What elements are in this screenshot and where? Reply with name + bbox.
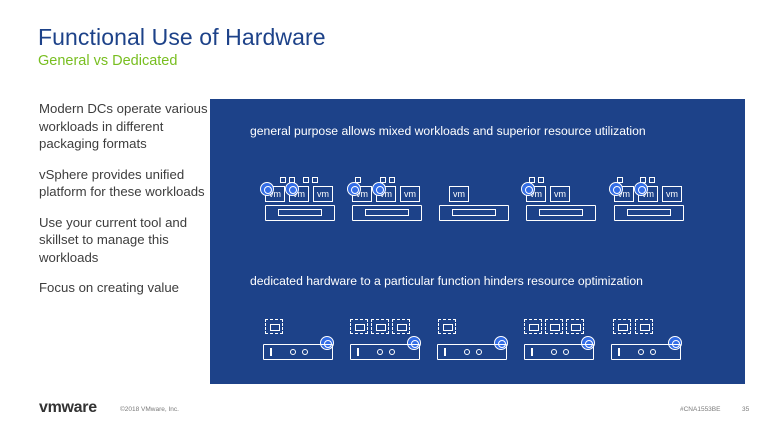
bullet-item: Modern DCs operate various workloads in … [39,101,208,151]
general-server-4: vm vm [521,177,606,222]
general-server-3: vm [439,177,519,222]
container-icon [649,177,655,183]
container-icon [312,177,318,183]
container-icon [438,319,456,334]
container-icon [635,319,653,334]
kubernetes-icon [285,182,299,196]
container-icon [371,319,389,334]
kubernetes-icon [609,182,623,196]
container-icon [566,319,584,334]
server-icon [614,205,684,221]
bullet-item: vSphere provides unified platform for th… [39,166,205,200]
kubernetes-icon [407,336,421,350]
server-icon [352,205,422,221]
server-icon [263,344,333,360]
container-icon [613,319,631,334]
vm-icon: vm [313,186,333,202]
page-subtitle: General vs Dedicated [38,53,178,69]
container-icon [350,319,368,334]
kubernetes-icon [372,182,386,196]
container-icon [265,319,283,334]
container-icon [524,319,542,334]
container-icon [303,177,309,183]
vm-icon: vm [400,186,420,202]
kubernetes-icon [347,182,361,196]
container-icon [538,177,544,183]
dedicated-server-4 [524,317,604,362]
bullet-item: Focus on creating value [39,280,180,295]
dedicated-server-5 [611,317,691,362]
server-icon [437,344,507,360]
container-icon [545,319,563,334]
vm-icon: vm [550,186,570,202]
vmware-logo: vmware [39,399,97,416]
general-server-5: vm vm vm [609,177,694,222]
container-icon [280,177,286,183]
container-icon [389,177,395,183]
dedicated-server-2 [350,317,430,362]
server-icon [611,344,681,360]
dedicated-server-3 [437,317,517,362]
container-icon [392,319,410,334]
page-title: Functional Use of Hardware [38,24,326,50]
session-tag: #CNA1553BE [680,406,721,413]
bullet-item: Use your current tool and skillset to ma… [39,214,188,265]
server-icon [524,344,594,360]
dedicated-server-1 [263,317,343,362]
kubernetes-icon [634,182,648,196]
bullet-list: Modern DCs operate various workloads in … [39,100,209,310]
page-number: 35 [742,406,750,413]
copyright: ©2018 VMware, Inc. [120,406,179,413]
server-icon [265,205,335,221]
server-icon [439,205,509,221]
general-server-1: vm vm vm [260,177,345,222]
dedicated-hardware-caption: dedicated hardware to a particular funct… [250,274,643,288]
vm-icon: vm [662,186,682,202]
general-server-2: vm vm vm [347,177,432,222]
vm-icon: vm [449,186,469,202]
general-purpose-caption: general purpose allows mixed workloads a… [250,124,646,138]
server-icon [350,344,420,360]
kubernetes-icon [260,182,274,196]
kubernetes-icon [521,182,535,196]
diagram-panel: general purpose allows mixed workloads a… [210,99,745,384]
server-icon [526,205,596,221]
